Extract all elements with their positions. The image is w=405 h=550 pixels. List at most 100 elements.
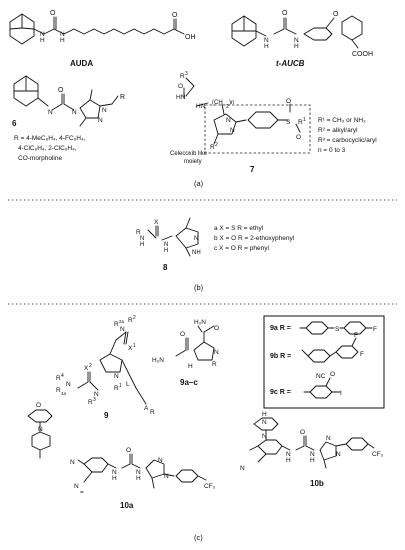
svg-text:R: R [88,399,93,406]
r-group-box [263,315,385,409]
svg-text:N: N [140,236,144,242]
svg-text:N: N [112,469,117,476]
svg-text:N: N [94,391,99,398]
taucb-structure [231,15,363,49]
compound-6-structure [13,75,119,127]
svg-text:O: O [296,134,301,141]
box-9a-structure [299,321,373,335]
compound-6-def-1: R = 4-MeC₆H₄, 4-FC₆H₄, [14,135,86,142]
svg-text:R: R [56,387,61,394]
box-9b-structure [301,337,359,363]
svg-text:N: N [38,426,43,433]
svg-text:S: S [335,326,340,333]
svg-text:O: O [333,11,339,18]
svg-text:N: N [158,457,163,464]
auda-chain [33,16,185,35]
svg-text:X: X [84,365,89,372]
svg-text:H: H [188,363,193,370]
svg-text:R: R [180,73,185,80]
compound-8-structure [147,217,199,257]
svg-text:N: N [74,483,79,490]
svg-text:I: I [340,390,342,397]
compound-8-def-b: b X = O R = 2-ethoxyphenyl [214,235,295,242]
svg-text:HN: HN [176,94,186,101]
svg-text:R: R [56,375,61,382]
svg-text:N: N [120,326,125,333]
svg-text:H: H [262,411,267,418]
svg-text:2a: 2a [119,319,125,324]
auda-carbonyl-o: O [172,12,178,19]
compound-6-r: R [120,94,125,101]
box-9a-label: 9a R = [270,325,291,332]
svg-text:O: O [178,83,183,90]
svg-text:H: H [286,457,291,464]
svg-text:1: 1 [133,343,136,349]
svg-text:O: O [282,10,288,17]
svg-text:N: N [286,451,291,458]
svg-text:N: N [336,451,341,458]
svg-text:X: X [128,345,133,352]
svg-text:H₂N: H₂N [194,319,206,326]
svg-text:N: N [164,473,169,480]
svg-text:H: H [294,43,299,50]
svg-text:4: 4 [61,373,64,379]
svg-text:NC: NC [316,373,326,380]
svg-text:S: S [286,119,291,126]
taucb-label: t-AUCB [276,59,305,68]
svg-text:2: 2 [215,142,218,148]
svg-text:=: = [80,489,84,496]
svg-text:N: N [262,433,267,440]
svg-text:N: N [194,236,198,242]
taucb-cooh: COOH [352,51,373,58]
svg-text:R: R [136,229,141,236]
svg-text:H: H [264,43,269,50]
svg-text:A: A [144,405,149,412]
svg-text:O: O [126,447,131,454]
svg-text:R: R [212,361,217,368]
svg-text:N: N [226,117,231,124]
panel-b-caption: (b) [194,283,204,292]
compound-10b-label: 10b [310,479,324,488]
compound-8-def-c: c X = O R = phenyl [214,245,269,252]
svg-text:N: N [230,127,235,134]
svg-text:O: O [180,331,185,338]
celecoxib-line-1: Celecoxib like [170,151,208,157]
svg-text:N: N [48,109,53,116]
svg-text:4a: 4a [61,391,67,396]
svg-text:O: O [36,402,41,409]
svg-text:1: 1 [303,117,306,123]
svg-text:3: 3 [185,71,188,77]
svg-text:H₂N: H₂N [152,357,164,364]
compound-9ac-label: 9a–c [180,378,198,387]
svg-text:L: L [126,381,130,388]
svg-text:R: R [114,321,119,328]
compound-9-label: 9 [104,411,109,420]
compound-8-label: 8 [163,263,168,272]
svg-text:HN: HN [196,103,206,110]
svg-text:CF₃: CF₃ [204,483,216,490]
svg-text:1: 1 [119,383,122,389]
svg-text:H: H [136,475,141,482]
svg-text:N: N [136,469,141,476]
svg-text:2: 2 [226,104,229,110]
svg-text:N: N [264,37,269,44]
svg-text:NH: NH [192,250,201,256]
panel-a-caption: (a) [194,179,204,188]
celecoxib-line-2: moiety [184,159,202,165]
compound-6-label: 6 [12,119,17,128]
compound-6-def-3: CO-morpholine [18,155,62,162]
compound-10b-structure [249,417,375,469]
box-9c-structure [303,377,341,399]
compound-7-r3: R³ = carbocyclic/aryl [318,137,377,144]
compound-9-structure [77,331,147,405]
svg-text:H: H [112,475,117,482]
svg-text:O: O [286,98,291,105]
svg-text:N: N [164,242,168,248]
svg-text:N: N [294,37,299,44]
compound-7-n: n = 0 to 3 [318,147,346,154]
svg-text:3: 3 [93,397,96,403]
svg-text:N: N [214,349,219,356]
svg-text:N: N [114,373,119,380]
panel-c-caption: (c) [194,533,203,542]
